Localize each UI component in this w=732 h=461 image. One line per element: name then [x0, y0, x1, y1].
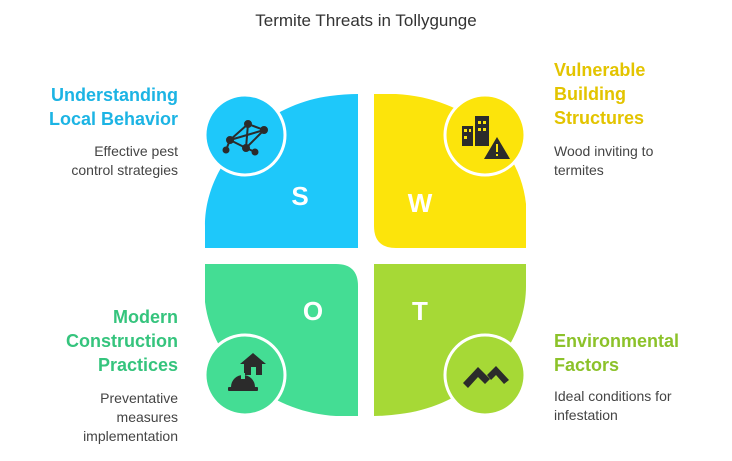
quadrant-w-heading: Vulnerable Building Structures	[554, 58, 724, 130]
quadrant-s-desc-line-1: Effective pest	[94, 143, 178, 159]
quadrant-o-heading: Modern Construction Practices	[10, 305, 178, 377]
quadrant-o-desc-line-2: measures	[116, 409, 178, 425]
quadrant-w-desc-line-1: Wood inviting to	[554, 143, 654, 159]
quadrant-w-heading-line-3: Structures	[554, 108, 645, 128]
quadrant-w-heading-line-1: Vulnerable	[554, 60, 646, 80]
quadrant-o-desc-line-1: Preventative	[100, 390, 178, 406]
quadrant-o-desc-line-3: implementation	[83, 428, 178, 444]
network-icon	[203, 93, 287, 177]
quadrant-s-description: Effective pest control strategies	[10, 142, 178, 180]
building-warning-icon	[443, 93, 527, 177]
quadrant-s-heading-line-2: Local Behavior	[48, 109, 178, 129]
quadrant-s-shape	[205, 94, 358, 248]
quadrant-s-letter: S	[291, 181, 308, 211]
quadrant-t-shape	[374, 264, 526, 416]
quadrant-t-heading-line-2: Factors	[554, 355, 620, 375]
quadrant-t-desc-line-1: Ideal conditions for	[554, 388, 672, 404]
quadrant-t-description: Ideal conditions for infestation	[554, 387, 724, 425]
quadrant-s-desc-line-2: control strategies	[71, 162, 178, 178]
quadrant-t-heading: Environmental Factors	[554, 329, 724, 377]
quadrant-s-heading-line-1: Understanding	[50, 85, 178, 105]
quadrant-w-description: Wood inviting to termites	[554, 142, 724, 180]
quadrant-o-description: Preventative measures implementation	[10, 389, 178, 446]
quadrant-s-heading: Understanding Local Behavior	[10, 83, 178, 131]
quadrant-o-heading-line-1: Modern	[113, 307, 178, 327]
quadrant-o-letter: O	[303, 296, 323, 326]
quadrant-o-heading-line-2: Construction	[66, 331, 178, 351]
quadrant-w-desc-line-2: termites	[554, 162, 604, 178]
mountain-peaks-icon	[443, 333, 527, 417]
quadrant-o-shape	[205, 264, 358, 416]
quadrant-t-letter: T	[412, 296, 428, 326]
diagram-title: Termite Threats in Tollygunge	[255, 11, 477, 30]
quadrant-t-heading-line-1: Environmental	[554, 331, 680, 351]
quadrant-w-heading-line-2: Building	[554, 84, 626, 104]
quadrant-w-letter: W	[408, 188, 433, 218]
quadrant-o-heading-line-3: Practices	[97, 355, 178, 375]
quadrant-t-desc-line-2: infestation	[554, 407, 618, 423]
house-hardhat-icon	[203, 333, 287, 417]
